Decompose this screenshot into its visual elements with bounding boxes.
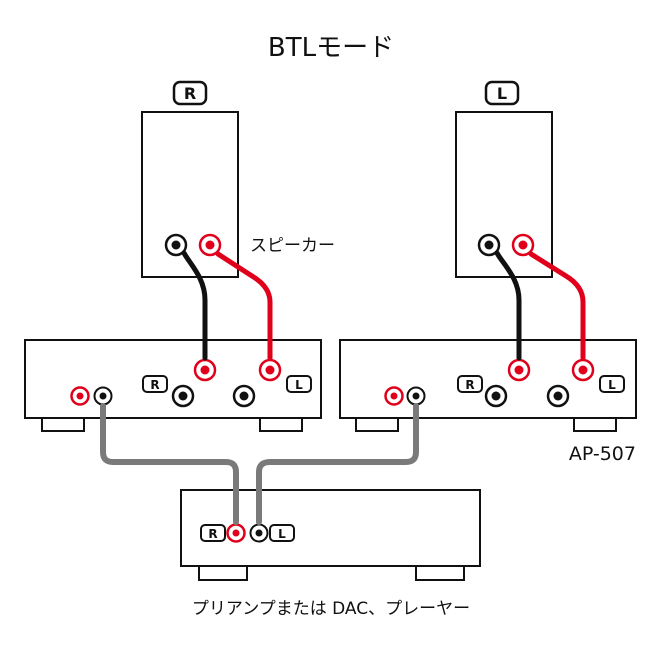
rca-cables: [100, 403, 419, 525]
amplifier-1-right-positive-terminal: [193, 358, 217, 382]
source-rca-left-output: [249, 523, 269, 543]
source-badge-right: R: [200, 524, 226, 542]
speaker-left-badge-label: L: [497, 84, 507, 103]
rca-cable-to-amplifier-2: [256, 403, 419, 525]
rca-cable-to-amplifier-1: [100, 403, 239, 525]
source-badge-left: L: [269, 524, 295, 542]
speaker-right: R: [141, 80, 239, 278]
amplifier-2: R L: [339, 339, 637, 432]
speaker-cables: [181, 250, 586, 361]
amplifier-2-rca-right-input: [384, 386, 404, 406]
amplifier-2-left-positive-terminal: [571, 358, 595, 382]
amplifier-1-badge-right-label: R: [150, 378, 159, 392]
source-rca-right-output: [226, 523, 246, 543]
amplifier-1-right-negative-terminal: [171, 384, 195, 408]
amplifier-1-badge-right: R: [142, 375, 168, 393]
amplifier-1-rca-left-input: [93, 386, 113, 406]
source-device-label: プリアンプまたは DAC、プレーヤー: [192, 599, 470, 619]
source-badge-left-label: L: [278, 527, 286, 541]
amplifier-1-left-positive-terminal: [258, 358, 282, 382]
diagram-title: BTLモード: [268, 33, 394, 63]
speaker-left-positive-cable: [528, 251, 586, 361]
amplifier-2-badge-left-label: L: [608, 378, 616, 392]
speaker-right-negative-cable: [181, 250, 208, 361]
amplifier-1-rca-right-input: [70, 386, 90, 406]
amplifier-2-right-positive-terminal: [507, 358, 531, 382]
source-device: R L: [180, 489, 481, 581]
speaker-left: L: [455, 80, 553, 278]
speaker-left-negative-terminal: [477, 233, 501, 257]
source-badge-right-label: R: [208, 527, 217, 541]
speaker-right-badge-label: R: [184, 84, 196, 103]
amplifier-1: R L: [24, 339, 322, 432]
amplifier-1-left-negative-terminal: [232, 384, 256, 408]
amplifier-2-rca-left-input: [406, 386, 426, 406]
speaker-label: スピーカー: [250, 236, 335, 256]
amplifier-2-badge-left: L: [599, 375, 625, 393]
amplifier-model-label: AP-507: [569, 443, 636, 465]
speaker-left-positive-terminal: [511, 233, 535, 257]
speaker-right-positive-terminal: [198, 233, 222, 257]
speaker-left-badge: L: [484, 80, 520, 106]
speaker-right-badge: R: [172, 80, 208, 106]
amplifier-2-right-negative-terminal: [484, 384, 508, 408]
amplifier-2-badge-right: R: [457, 375, 483, 393]
amplifier-1-badge-left: L: [286, 375, 312, 393]
speaker-right-positive-cable: [215, 251, 273, 361]
speaker-right-negative-terminal: [164, 233, 188, 257]
amplifier-2-left-negative-terminal: [546, 384, 570, 408]
amplifier-1-badge-left-label: L: [295, 378, 303, 392]
speaker-left-negative-cable: [494, 250, 522, 361]
amplifier-2-badge-right-label: R: [465, 378, 474, 392]
